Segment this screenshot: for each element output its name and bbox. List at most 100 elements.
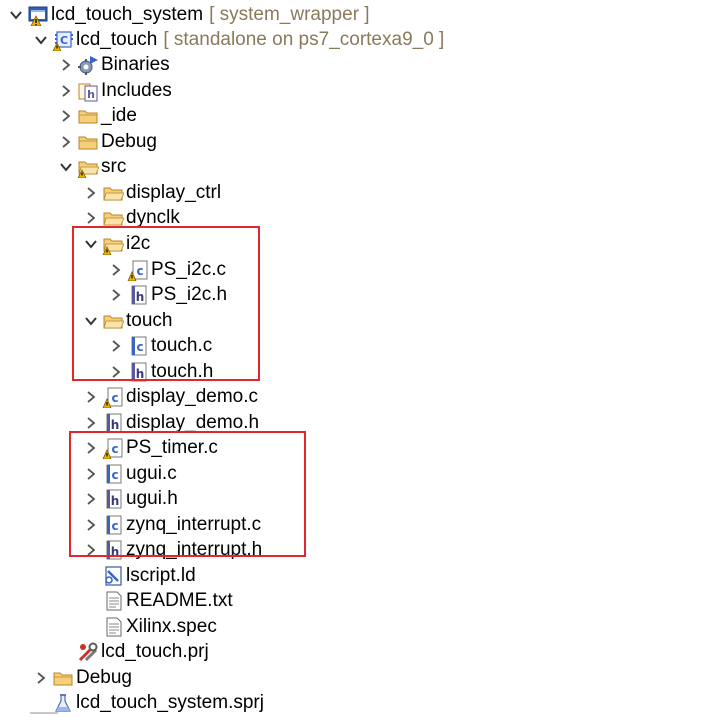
- tree-item-includes[interactable]: h Includes: [56, 78, 172, 103]
- tree-item-binaries[interactable]: Binaries: [56, 52, 170, 77]
- c-file-icon: c: [126, 335, 150, 357]
- chevron-right-icon[interactable]: [81, 489, 101, 509]
- chevron-right-icon[interactable]: [106, 285, 126, 305]
- tree-item-ps-timer-c[interactable]: c PS_timer.c: [81, 435, 218, 460]
- folder-open-icon: [101, 310, 125, 332]
- system-project-file-icon: [51, 692, 75, 714]
- tree-item-label: Xilinx.spec: [126, 616, 217, 637]
- folder-icon: [76, 131, 100, 153]
- chevron-right-icon[interactable]: [81, 464, 101, 484]
- svg-text:h: h: [111, 494, 120, 508]
- tree-item-label: README.txt: [126, 590, 233, 611]
- tree-item-i2c[interactable]: i2c: [81, 231, 150, 256]
- chevron-right-icon[interactable]: [81, 183, 101, 203]
- tree-item-label: Binaries: [101, 54, 170, 75]
- chevron-down-icon[interactable]: [81, 311, 101, 331]
- tree-item-readme[interactable]: README.txt: [81, 588, 233, 613]
- chevron-right-icon[interactable]: [81, 540, 101, 560]
- tree-item-label: src: [101, 156, 127, 177]
- tree-item-label: display_ctrl: [126, 182, 222, 203]
- tree-item-lcd-touch-system[interactable]: lcd_touch_system [ system_wrapper ]: [6, 2, 370, 27]
- tree-item-label: i2c: [126, 233, 151, 254]
- h-file-icon: h: [126, 284, 150, 306]
- tree-item-label: touch.c: [151, 335, 213, 356]
- chevron-right-icon[interactable]: [106, 362, 126, 382]
- tree-item-label: _ide: [101, 105, 137, 126]
- tree-item-dynclk[interactable]: dynclk: [81, 205, 180, 230]
- tree-item-label: lscript.ld: [126, 565, 196, 586]
- chevron-down-icon[interactable]: [6, 5, 26, 25]
- chevron-right-icon[interactable]: [81, 438, 101, 458]
- tree-item-debug-system[interactable]: Debug: [31, 665, 132, 690]
- chevron-right-icon[interactable]: [31, 668, 51, 688]
- chevron-right-icon[interactable]: [81, 208, 101, 228]
- tree-item-label: lcd_touch: [76, 29, 158, 50]
- svg-text:C: C: [60, 34, 68, 47]
- tree-item-display-demo-h[interactable]: h display_demo.h: [81, 410, 259, 435]
- chevron-right-icon[interactable]: [56, 106, 76, 126]
- chevron-down-icon[interactable]: [56, 157, 76, 177]
- chevron-right-icon[interactable]: [56, 55, 76, 75]
- tree-item-display-ctrl[interactable]: display_ctrl: [81, 180, 221, 205]
- binaries-icon: [76, 54, 100, 76]
- tree-item-touch[interactable]: touch: [81, 308, 172, 333]
- c-file-warning-icon: c: [101, 386, 125, 408]
- tree-item-ugui-h[interactable]: h ugui.h: [81, 486, 178, 511]
- tree-item-ugui-c[interactable]: c ugui.c: [81, 461, 177, 486]
- tree-item-label: Debug: [101, 131, 157, 152]
- tree-item-zynq-interrupt-h[interactable]: h zynq_interrupt.h: [81, 537, 262, 562]
- linker-script-icon: [101, 565, 125, 587]
- includes-icon: h: [76, 80, 100, 102]
- tree-item-ps-i2c-c[interactable]: c PS_i2c.c: [106, 257, 226, 282]
- tree-item-label: zynq_interrupt.h: [126, 539, 263, 560]
- tree-item-lcd-touch-system-sprj[interactable]: lcd_touch_system.sprj: [31, 690, 264, 715]
- chevron-right-icon[interactable]: [56, 81, 76, 101]
- text-file-icon: [101, 590, 125, 612]
- svg-text:h: h: [87, 88, 95, 101]
- tree-item-lcd-touch-prj[interactable]: lcd_touch.prj: [56, 639, 209, 664]
- svg-text:c: c: [136, 264, 143, 278]
- tree-item-label: zynq_interrupt.c: [126, 514, 262, 535]
- tree-item-label: display_demo.c: [126, 386, 259, 407]
- svg-text:h: h: [111, 418, 120, 432]
- chevron-right-icon[interactable]: [106, 260, 126, 280]
- chevron-right-icon[interactable]: [56, 132, 76, 152]
- tree-item-label: ugui.c: [126, 463, 177, 484]
- tree-item-touch-c[interactable]: c touch.c: [106, 333, 212, 358]
- c-project-icon: C: [51, 29, 75, 51]
- tree-item-touch-h[interactable]: h touch.h: [106, 359, 213, 384]
- tree-item-ps-i2c-h[interactable]: h PS_i2c.h: [106, 282, 227, 307]
- tree-item-label: dynclk: [126, 207, 180, 228]
- svg-text:h: h: [136, 290, 145, 304]
- svg-text:c: c: [111, 442, 118, 456]
- tree-item-debug[interactable]: Debug: [56, 129, 157, 154]
- h-file-icon: h: [101, 539, 125, 561]
- scroll-edge-divider: [30, 712, 58, 714]
- tree-item-zynq-interrupt-c[interactable]: c zynq_interrupt.c: [81, 512, 261, 537]
- chevron-down-icon[interactable]: [81, 234, 101, 254]
- c-file-warning-icon: c: [126, 259, 150, 281]
- tree-item-decoration: [ system_wrapper ]: [209, 4, 370, 25]
- chevron-down-icon[interactable]: [31, 30, 51, 50]
- tree-item-label: Includes: [101, 80, 172, 101]
- chevron-right-icon[interactable]: [106, 336, 126, 356]
- svg-text:c: c: [111, 519, 118, 533]
- tree-item-ide[interactable]: _ide: [56, 103, 137, 128]
- tree-item-xilinx-spec[interactable]: Xilinx.spec: [81, 614, 217, 639]
- tree-item-lscript[interactable]: lscript.ld: [81, 563, 196, 588]
- chevron-right-icon[interactable]: [81, 413, 101, 433]
- tree-item-src[interactable]: src: [56, 154, 126, 179]
- h-file-icon: h: [101, 412, 125, 434]
- folder-icon: [51, 667, 75, 689]
- chevron-right-icon[interactable]: [81, 387, 101, 407]
- tree-item-label: PS_timer.c: [126, 437, 218, 458]
- tree-item-decoration: [ standalone on ps7_cortexa9_0 ]: [163, 29, 445, 50]
- folder-warning-icon: [101, 233, 125, 255]
- tree-item-display-demo-c[interactable]: c display_demo.c: [81, 384, 258, 409]
- tree-item-lcd-touch[interactable]: C lcd_touch [ standalone on ps7_cortexa9…: [31, 27, 444, 52]
- chevron-right-icon[interactable]: [81, 515, 101, 535]
- project-settings-icon: [76, 641, 100, 663]
- folder-icon: [101, 182, 125, 204]
- svg-text:c: c: [111, 468, 118, 482]
- h-file-icon: h: [126, 361, 150, 383]
